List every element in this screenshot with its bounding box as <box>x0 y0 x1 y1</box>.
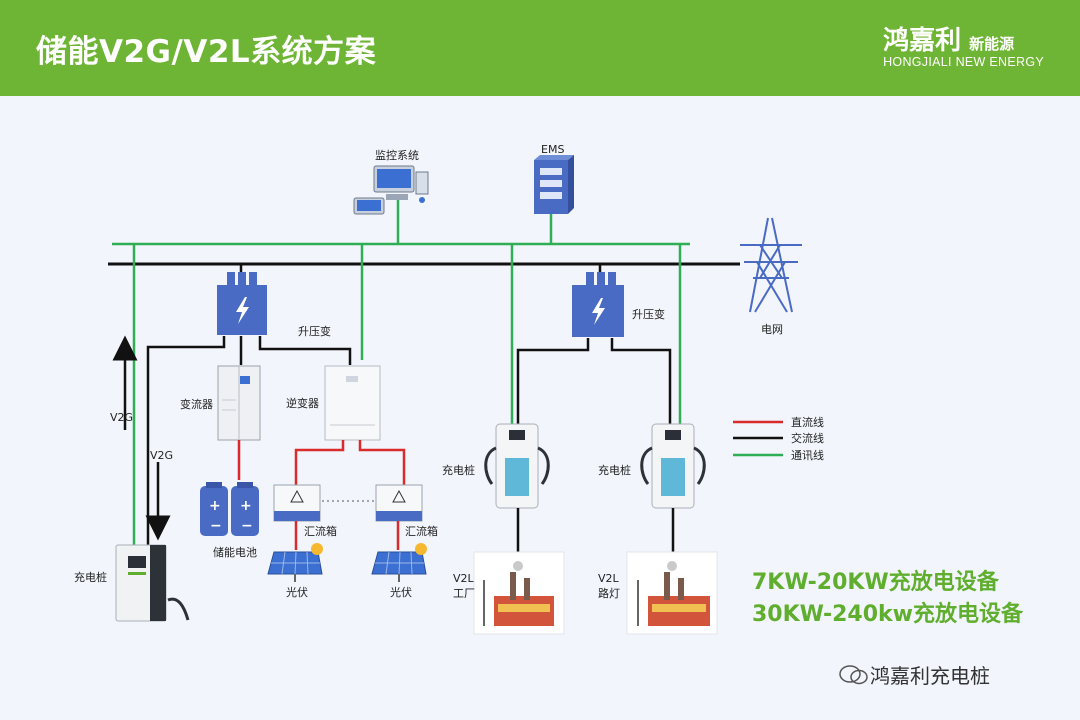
wechat-icon <box>832 657 833 658</box>
combiner-right-label: 汇流箱 <box>405 524 438 538</box>
charger-right-label: 充电桩 <box>598 463 631 477</box>
v2l-factory-label-a: V2L <box>453 572 475 585</box>
converter-label: 变流器 <box>180 397 213 411</box>
factory-icon <box>473 551 565 635</box>
v2l-light-label-a: V2L <box>598 572 620 585</box>
combiner-box-right-icon <box>375 484 423 522</box>
brand-name-en: HONGJIALI NEW ENERGY <box>883 55 1044 69</box>
battery-label: 储能电池 <box>213 545 257 559</box>
pv-right-label: 光伏 <box>390 585 412 599</box>
solar-panel-right-icon <box>371 543 427 582</box>
legend: 直流线 交流线 通讯线 <box>733 415 824 462</box>
brand-sub-cn: 新能源 <box>969 35 1015 53</box>
combiner-box-left-icon <box>273 484 321 522</box>
note-line-1: 7KW-20KW充放电设备 <box>752 570 999 595</box>
legend-comm-label: 通讯线 <box>791 448 824 462</box>
v2g-up-label: V2G <box>110 411 133 424</box>
charger-mid-label: 充电桩 <box>442 463 475 477</box>
wechat-icon-glyph <box>838 664 870 686</box>
svg-text:−: − <box>210 518 222 534</box>
battery-icon: + + − − <box>200 482 259 536</box>
note-line-2: 30KW-240kw充放电设备 <box>752 602 1023 627</box>
watermark: 鸿嘉利充电桩 <box>838 660 990 689</box>
charger-left-label: 充电桩 <box>74 570 107 584</box>
svg-text:−: − <box>241 518 253 534</box>
step-up-right-label: 升压变 <box>632 307 665 321</box>
legend-dc-label: 直流线 <box>791 415 824 429</box>
brand-name-cn: 鸿嘉利 <box>883 26 962 56</box>
header-bar: 储能V2G/V2L系统方案 鸿嘉利新能源 HONGJIALI NEW ENERG… <box>0 0 1080 96</box>
step-up-left-label: 升压变 <box>298 324 331 338</box>
dc-charger-mid-icon <box>484 423 550 509</box>
legend-ac-label: 交流线 <box>791 431 824 445</box>
sun-icon <box>311 543 323 555</box>
pv-left-label: 光伏 <box>286 585 308 599</box>
inverter-icon <box>324 365 381 441</box>
page-title: 储能V2G/V2L系统方案 <box>36 34 377 70</box>
step-up-transformer-left <box>217 272 267 335</box>
combiner-left-label: 汇流箱 <box>304 524 337 538</box>
v2l-factory-label-b: 工厂 <box>453 587 475 600</box>
svg-text:+: + <box>209 498 221 514</box>
grid-label: 电网 <box>761 323 783 336</box>
ems-label: EMS <box>541 143 564 156</box>
brand-logo: 鸿嘉利新能源 HONGJIALI NEW ENERGY <box>883 20 1044 69</box>
grid-tower-icon <box>740 217 802 313</box>
ems-server-icon <box>534 155 574 214</box>
inverter-label: 逆变器 <box>286 396 319 410</box>
watermark-text: 鸿嘉利充电桩 <box>870 664 990 688</box>
svg-text:+: + <box>240 498 252 514</box>
solar-panel-left-icon <box>267 551 323 582</box>
street-light-icon <box>626 551 718 635</box>
monitoring-computer-icon <box>353 165 429 215</box>
v2l-light-label-b: 路灯 <box>598 587 620 600</box>
dc-charger-right-icon <box>640 423 706 509</box>
converter-cabinet-icon <box>217 365 261 441</box>
v2g-down-label: V2G <box>150 449 173 462</box>
monitoring-label: 监控系统 <box>375 148 419 162</box>
step-up-transformer-right <box>572 272 624 337</box>
wall-charger-icon <box>115 544 190 622</box>
